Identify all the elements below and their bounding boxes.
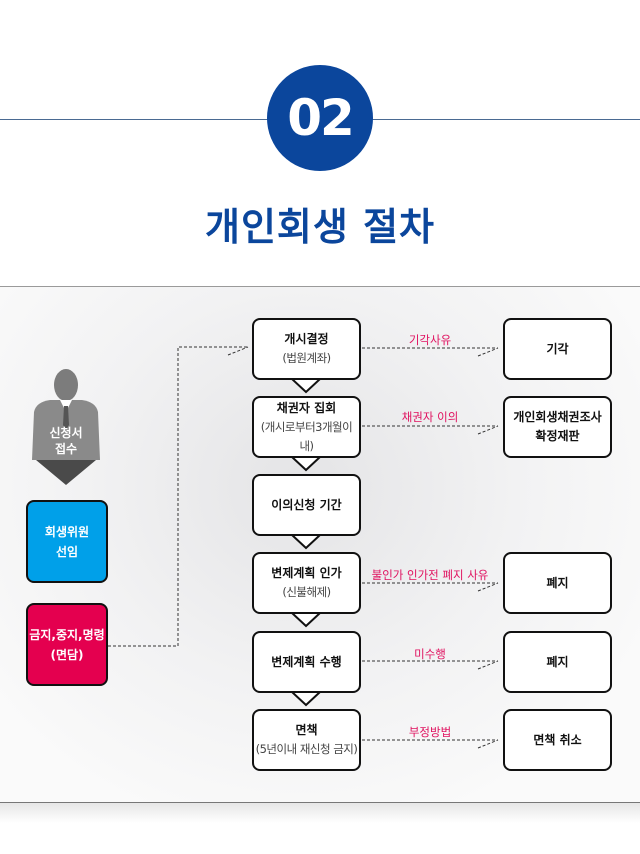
step-box: 변제계획 수행: [252, 631, 361, 693]
step-box: 개시결정(법원계좌): [252, 318, 361, 380]
result-box: 폐지: [503, 552, 612, 614]
result-box: 폐지: [503, 631, 612, 693]
down-arrow-icon: [36, 460, 96, 485]
reason-label: 미수행: [414, 647, 446, 661]
reason-label: 불인가 인가전 폐지 사유: [371, 568, 489, 582]
reason-label: 부정방법: [408, 725, 452, 739]
reason-label: 기각사유: [408, 333, 452, 347]
step-box: 면책(5년이내 재신청 금지): [252, 709, 361, 771]
step-box: 변제계획 인가(신불해제): [252, 552, 361, 614]
step-box: 이의신청 기간: [252, 474, 361, 536]
step-box: 채권자 집회(개시로부터3개월이내): [252, 396, 361, 458]
chevron-down-icon: [291, 378, 321, 394]
chevron-down-icon: [291, 456, 321, 472]
panel-shadow: [0, 803, 640, 823]
person-icon: [32, 369, 100, 460]
page-title: 개인회생 절차: [205, 205, 435, 249]
chevron-down-icon: [291, 691, 321, 707]
step-number-badge: 02: [267, 65, 373, 171]
chevron-down-icon: [291, 612, 321, 628]
prohibition-order-box: 금지,중지,명령(면담): [26, 603, 108, 686]
result-box: 면책 취소: [503, 709, 612, 771]
reason-label: 채권자 이의: [401, 410, 459, 424]
chevron-down-icon: [291, 534, 321, 550]
result-box: 기각: [503, 318, 612, 380]
